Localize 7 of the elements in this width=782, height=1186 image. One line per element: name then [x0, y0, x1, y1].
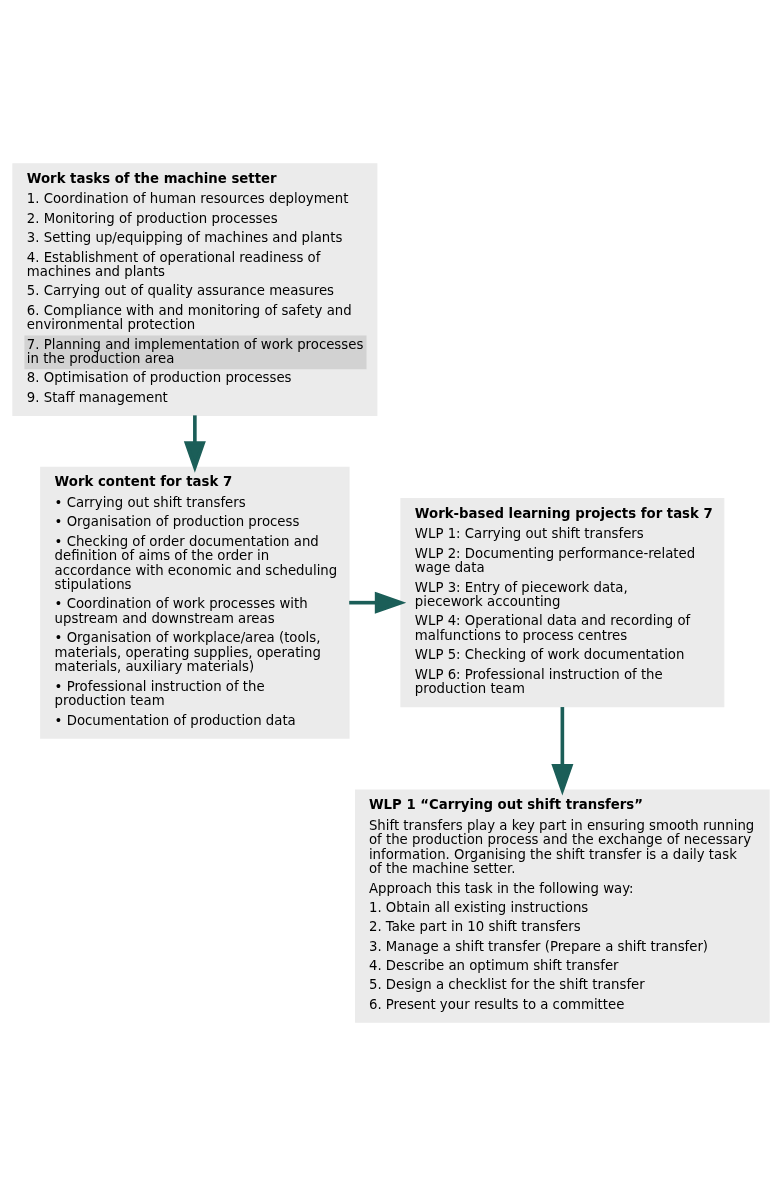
node-box: Work content for task 7 • Carrying out shift transfers • Organisation of production process • Checking of order documentation and definition of aims of the order in accordance with economic and scheduling stipulations • Coordination of work processes with upstream and downstream areas • Organisation of workplace/area (tools, materials, operating supplies, operating materials, auxiliary materials) • Professional instruction of the production team • Documentation of production data	[40, 466, 350, 739]
arrow	[183, 415, 206, 473]
node-box: Work-based learning projects for task 7 WLP 1: Carrying out shift transfers WLP 2: Documenting performance-related wage data WLP 3: Entry of piecework data, piecework accounting WLP 4: Operational data and recording of malfunctions to process centres WLP 5: Checking of work documentation WLP 6: Professional instruction of the production team	[400, 498, 725, 708]
node-box: WLP 1 “Carrying out shift transfers” Shift transfers play a key part in ensuring smooth running of the production process and the exchange of necessary information. Organising the shift transfer is a daily task of the machine setter. Approach this task in the following way: 1. Obtain all existing instructions 2. Take part in 10 shift transfers 3. Manage a shift transfer (Prepare a shift transfer) 4. Describe an optimum shift transfer 5. Design a checklist for the shift transfer 6. Present your results to a committee	[355, 789, 770, 1023]
arrow	[349, 591, 407, 614]
node-box: Work tasks of the machine setter 1. Coordination of human resources deployment 2. Monitoring of production processes 3. Setting up/equipping of machines and plants 4. Establishment of operational readiness of machines and plants 5. Carrying out of quality assurance measures 6. Compliance with and monitoring of safety and environmental protection 7. Planning and implementation of work processes in the production area 8. Optimisation of production processes 9. Staff management	[12, 163, 378, 416]
arrow	[551, 707, 574, 796]
